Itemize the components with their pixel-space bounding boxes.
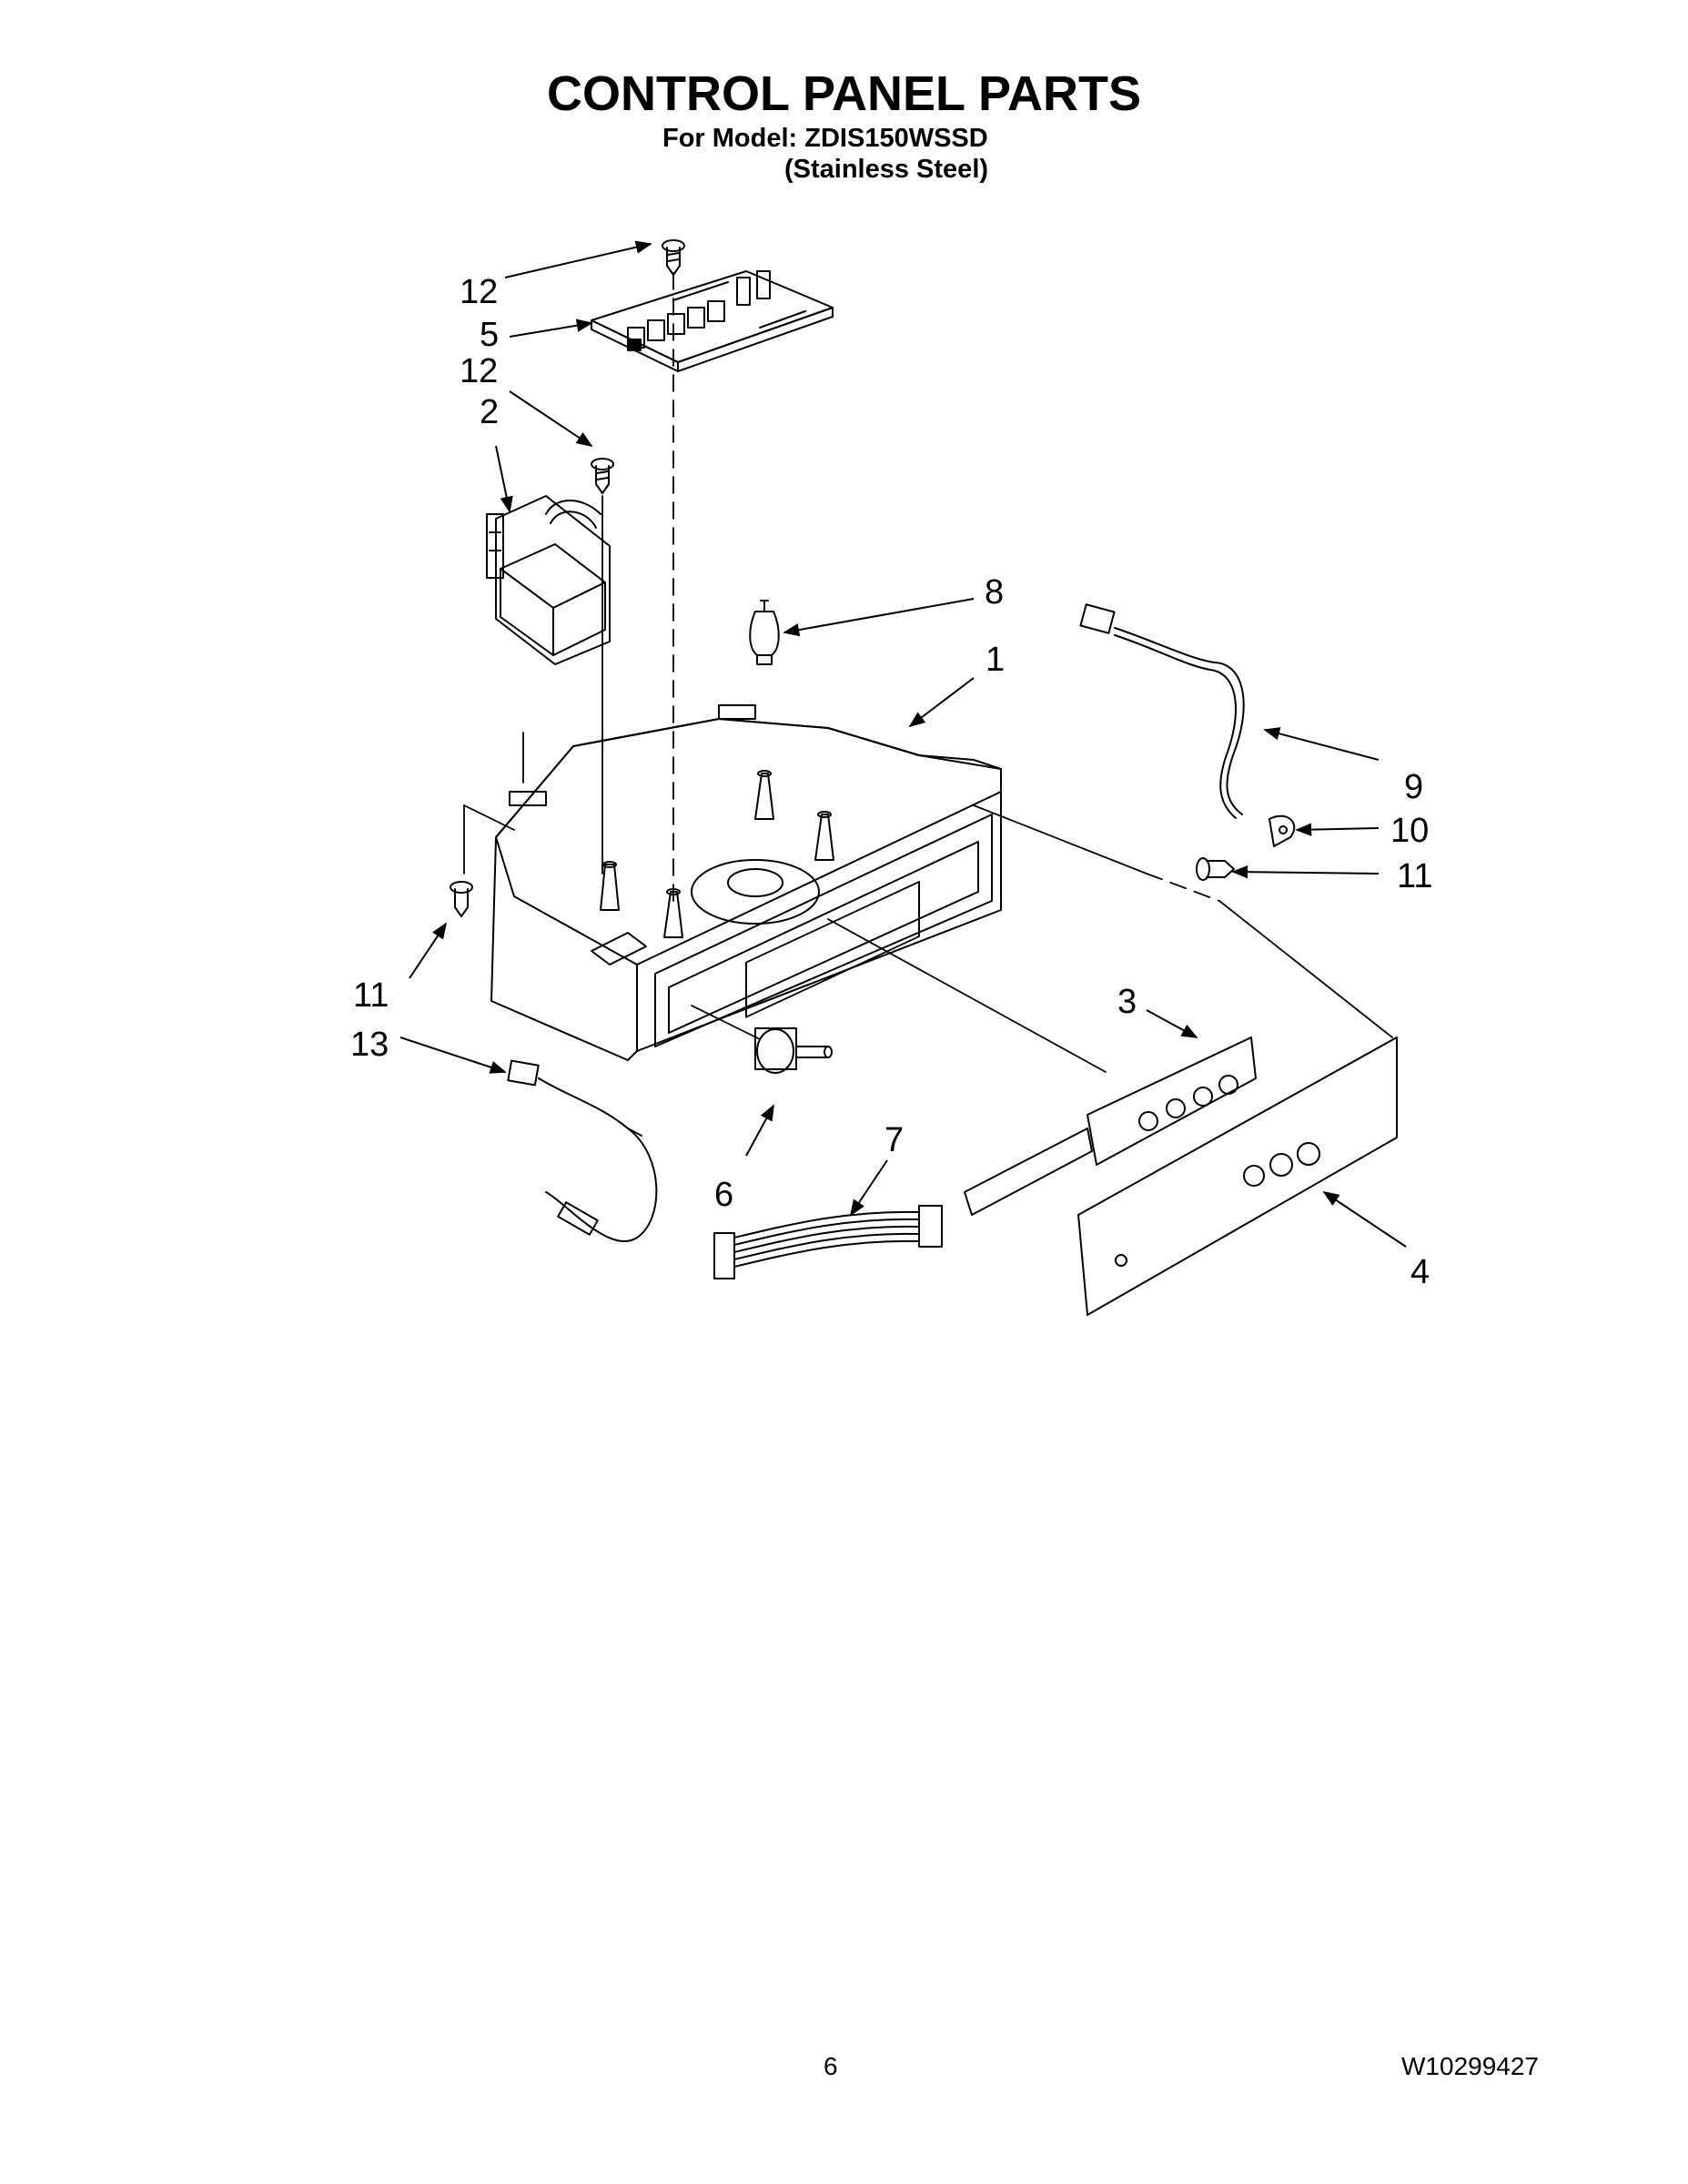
part-11-screw-left bbox=[450, 881, 473, 917]
callout-10: 10 bbox=[1390, 812, 1429, 850]
part-4-overlay-panel bbox=[1077, 1036, 1398, 1316]
part-3-button-board bbox=[964, 1036, 1257, 1216]
callout-13: 13 bbox=[350, 1026, 389, 1064]
leader-arrows bbox=[399, 240, 1407, 1248]
page-title: CONTROL PANEL PARTS bbox=[546, 66, 1142, 121]
callout-12-top: 12 bbox=[460, 273, 498, 311]
part-5-control-board bbox=[591, 270, 834, 372]
callout-1: 1 bbox=[986, 641, 1005, 679]
part-6-switch bbox=[754, 1027, 833, 1074]
part-2-transformer bbox=[486, 495, 611, 665]
callout-2: 2 bbox=[480, 393, 499, 431]
part-11-screw-right bbox=[1196, 857, 1235, 881]
callout-4: 4 bbox=[1410, 1253, 1430, 1291]
document-number: W10299427 bbox=[1401, 2052, 1540, 2080]
callout-6: 6 bbox=[714, 1176, 733, 1214]
finish-line: (Stainless Steel) bbox=[784, 155, 989, 184]
part-10-clip bbox=[1269, 814, 1296, 847]
model-line: For Model: ZDIS150WSSD bbox=[662, 124, 988, 153]
callout-11-right: 11 bbox=[1397, 857, 1432, 895]
part-8-lamp bbox=[749, 600, 780, 665]
callout-11-left: 11 bbox=[353, 976, 389, 1015]
part-12-screw-middle bbox=[591, 458, 614, 494]
callout-7: 7 bbox=[884, 1121, 904, 1159]
callout-8: 8 bbox=[985, 573, 1004, 612]
part-1-control-housing bbox=[490, 704, 1002, 1061]
callout-5: 5 bbox=[480, 316, 499, 354]
callout-3: 3 bbox=[1117, 983, 1137, 1021]
page-number: 6 bbox=[824, 2052, 838, 2080]
part-12-screw-top bbox=[662, 239, 685, 276]
assembly-lines bbox=[463, 272, 1393, 1073]
part-13-wire-sensor bbox=[507, 1059, 658, 1242]
part-7-ribbon-harness bbox=[713, 1205, 943, 1279]
callout-12-middle: 12 bbox=[460, 352, 498, 390]
callout-9: 9 bbox=[1404, 768, 1423, 806]
part-9-wire-harness bbox=[1079, 603, 1245, 819]
